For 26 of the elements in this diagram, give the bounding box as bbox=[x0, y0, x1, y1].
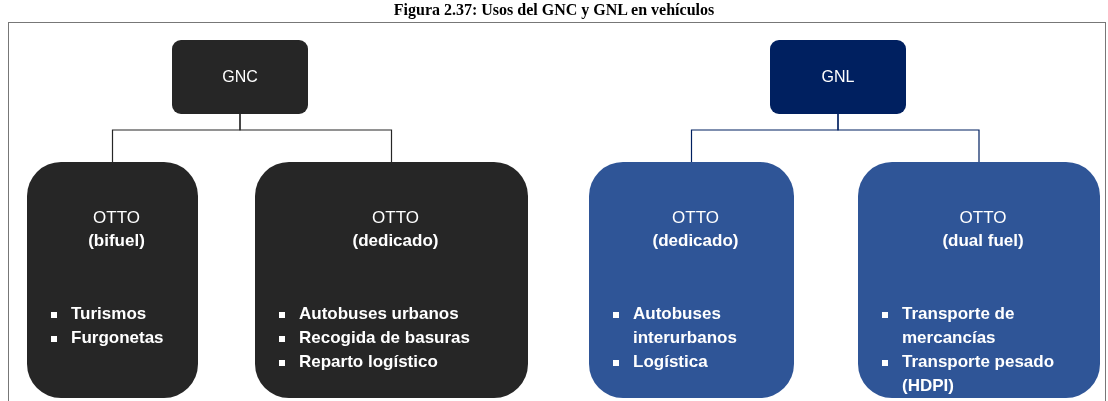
vehicle-use-item: Logística bbox=[611, 350, 780, 374]
vehicle-use-item: Turismos bbox=[49, 302, 184, 326]
engine-type-heading: OTTO bbox=[671, 207, 720, 229]
vehicle-use-item: Autobuses interurbanos bbox=[611, 302, 780, 350]
engine-type-card bbox=[858, 162, 1100, 398]
tree-connector bbox=[837, 113, 980, 163]
vehicle-use-item: Transporte pesado (HDPI) bbox=[880, 350, 1086, 398]
vehicle-use-item: Transporte de mercancías bbox=[880, 302, 1086, 350]
engine-type-heading: (dual fuel) bbox=[941, 230, 1025, 252]
category-box: GNC bbox=[172, 40, 308, 114]
category-box: GNL bbox=[770, 40, 906, 114]
engine-type-heading: OTTO bbox=[958, 207, 1008, 229]
engine-type-card bbox=[589, 162, 794, 398]
vehicle-use-item: Reparto logístico bbox=[277, 350, 514, 374]
vehicle-use-item: Recogida de basuras bbox=[277, 326, 514, 350]
vehicle-use-item: Furgonetas bbox=[49, 326, 184, 350]
engine-type-heading: (dedicado) bbox=[651, 230, 740, 252]
figure-title: Figura 2.37: Usos del GNC y GNL en vehículos bbox=[392, 1, 716, 19]
engine-type-card bbox=[27, 162, 198, 398]
engine-type-card bbox=[255, 162, 528, 398]
tree-connector bbox=[239, 113, 393, 163]
engine-type-heading: OTTO bbox=[371, 207, 420, 229]
engine-type-heading: OTTO bbox=[92, 207, 141, 229]
vehicle-use-item: Autobuses urbanos bbox=[277, 302, 514, 326]
engine-type-heading: (dedicado) bbox=[351, 230, 440, 252]
engine-type-heading: (bifuel) bbox=[87, 230, 146, 252]
